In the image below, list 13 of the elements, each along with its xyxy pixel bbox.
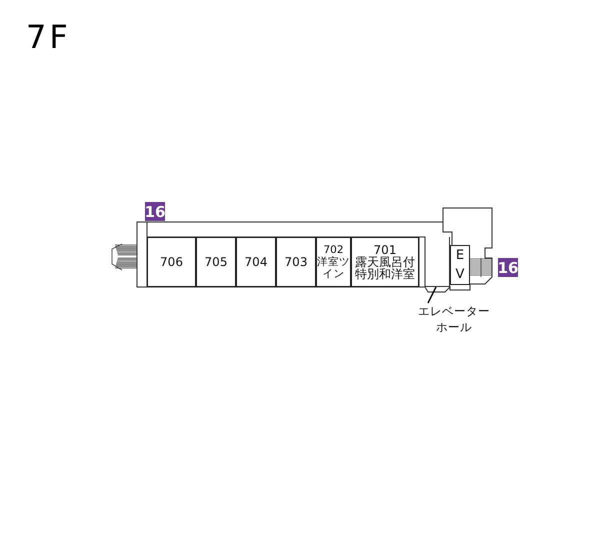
room-box: 703 (276, 237, 316, 287)
elevator-hall-area (425, 237, 450, 287)
callout-label: エレベーターホール (416, 303, 492, 335)
room-box: 702 洋室ツイン (316, 237, 351, 287)
number-badge: 16 (498, 258, 518, 277)
room-box: 705 (196, 237, 236, 287)
room-box: 701 露天風呂付特別和洋室 (351, 237, 419, 287)
room-box: 706 (147, 237, 196, 287)
room-box: 704 (236, 237, 276, 287)
leader-line (427, 286, 437, 304)
number-badge: 16 (145, 202, 165, 221)
floor-title: 7F (26, 18, 71, 56)
elevator-box: EV (450, 245, 470, 285)
